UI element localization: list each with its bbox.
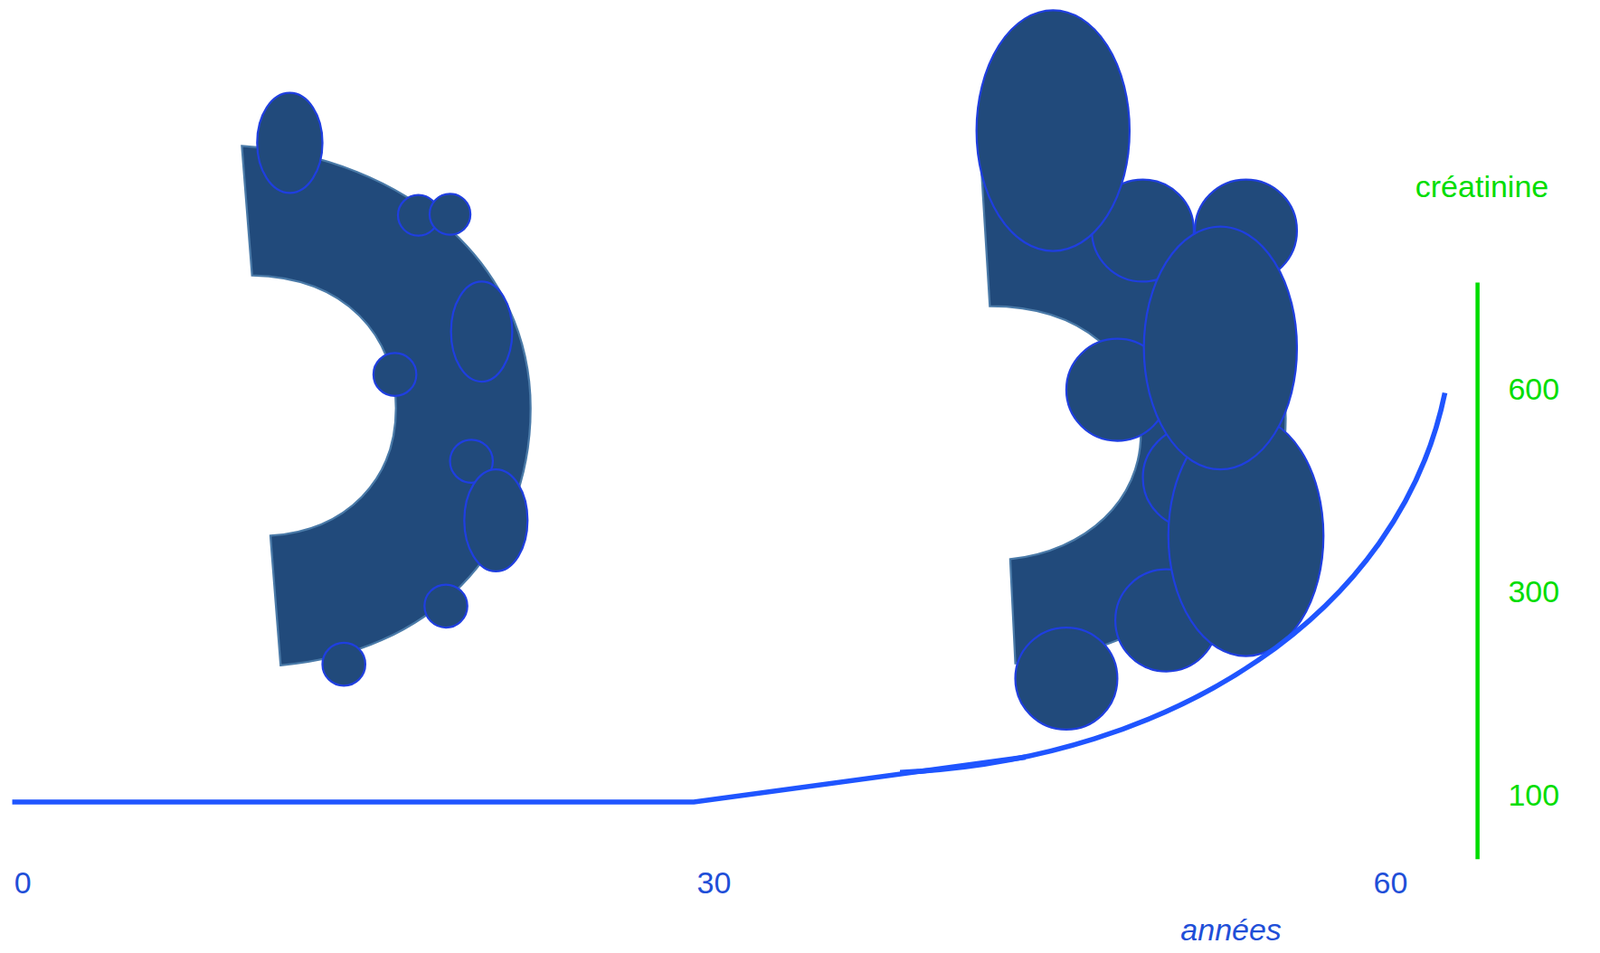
creatinine-curve (12, 392, 1446, 803)
axis-title: années (1180, 912, 1282, 948)
axis-title: créatinine (1415, 169, 1549, 205)
axis-tick-label: 600 (1507, 371, 1560, 408)
axis-tick-label: 30 (697, 865, 732, 901)
axis-tick-label: 0 (14, 865, 32, 901)
left-kidney (241, 93, 531, 687)
axis-tick-label: 60 (1373, 865, 1409, 901)
creatinine-axis (1475, 283, 1480, 861)
right-kidney (976, 9, 1325, 730)
axis-tick-label: 300 (1507, 574, 1560, 610)
axis-tick-label: 100 (1507, 777, 1560, 814)
